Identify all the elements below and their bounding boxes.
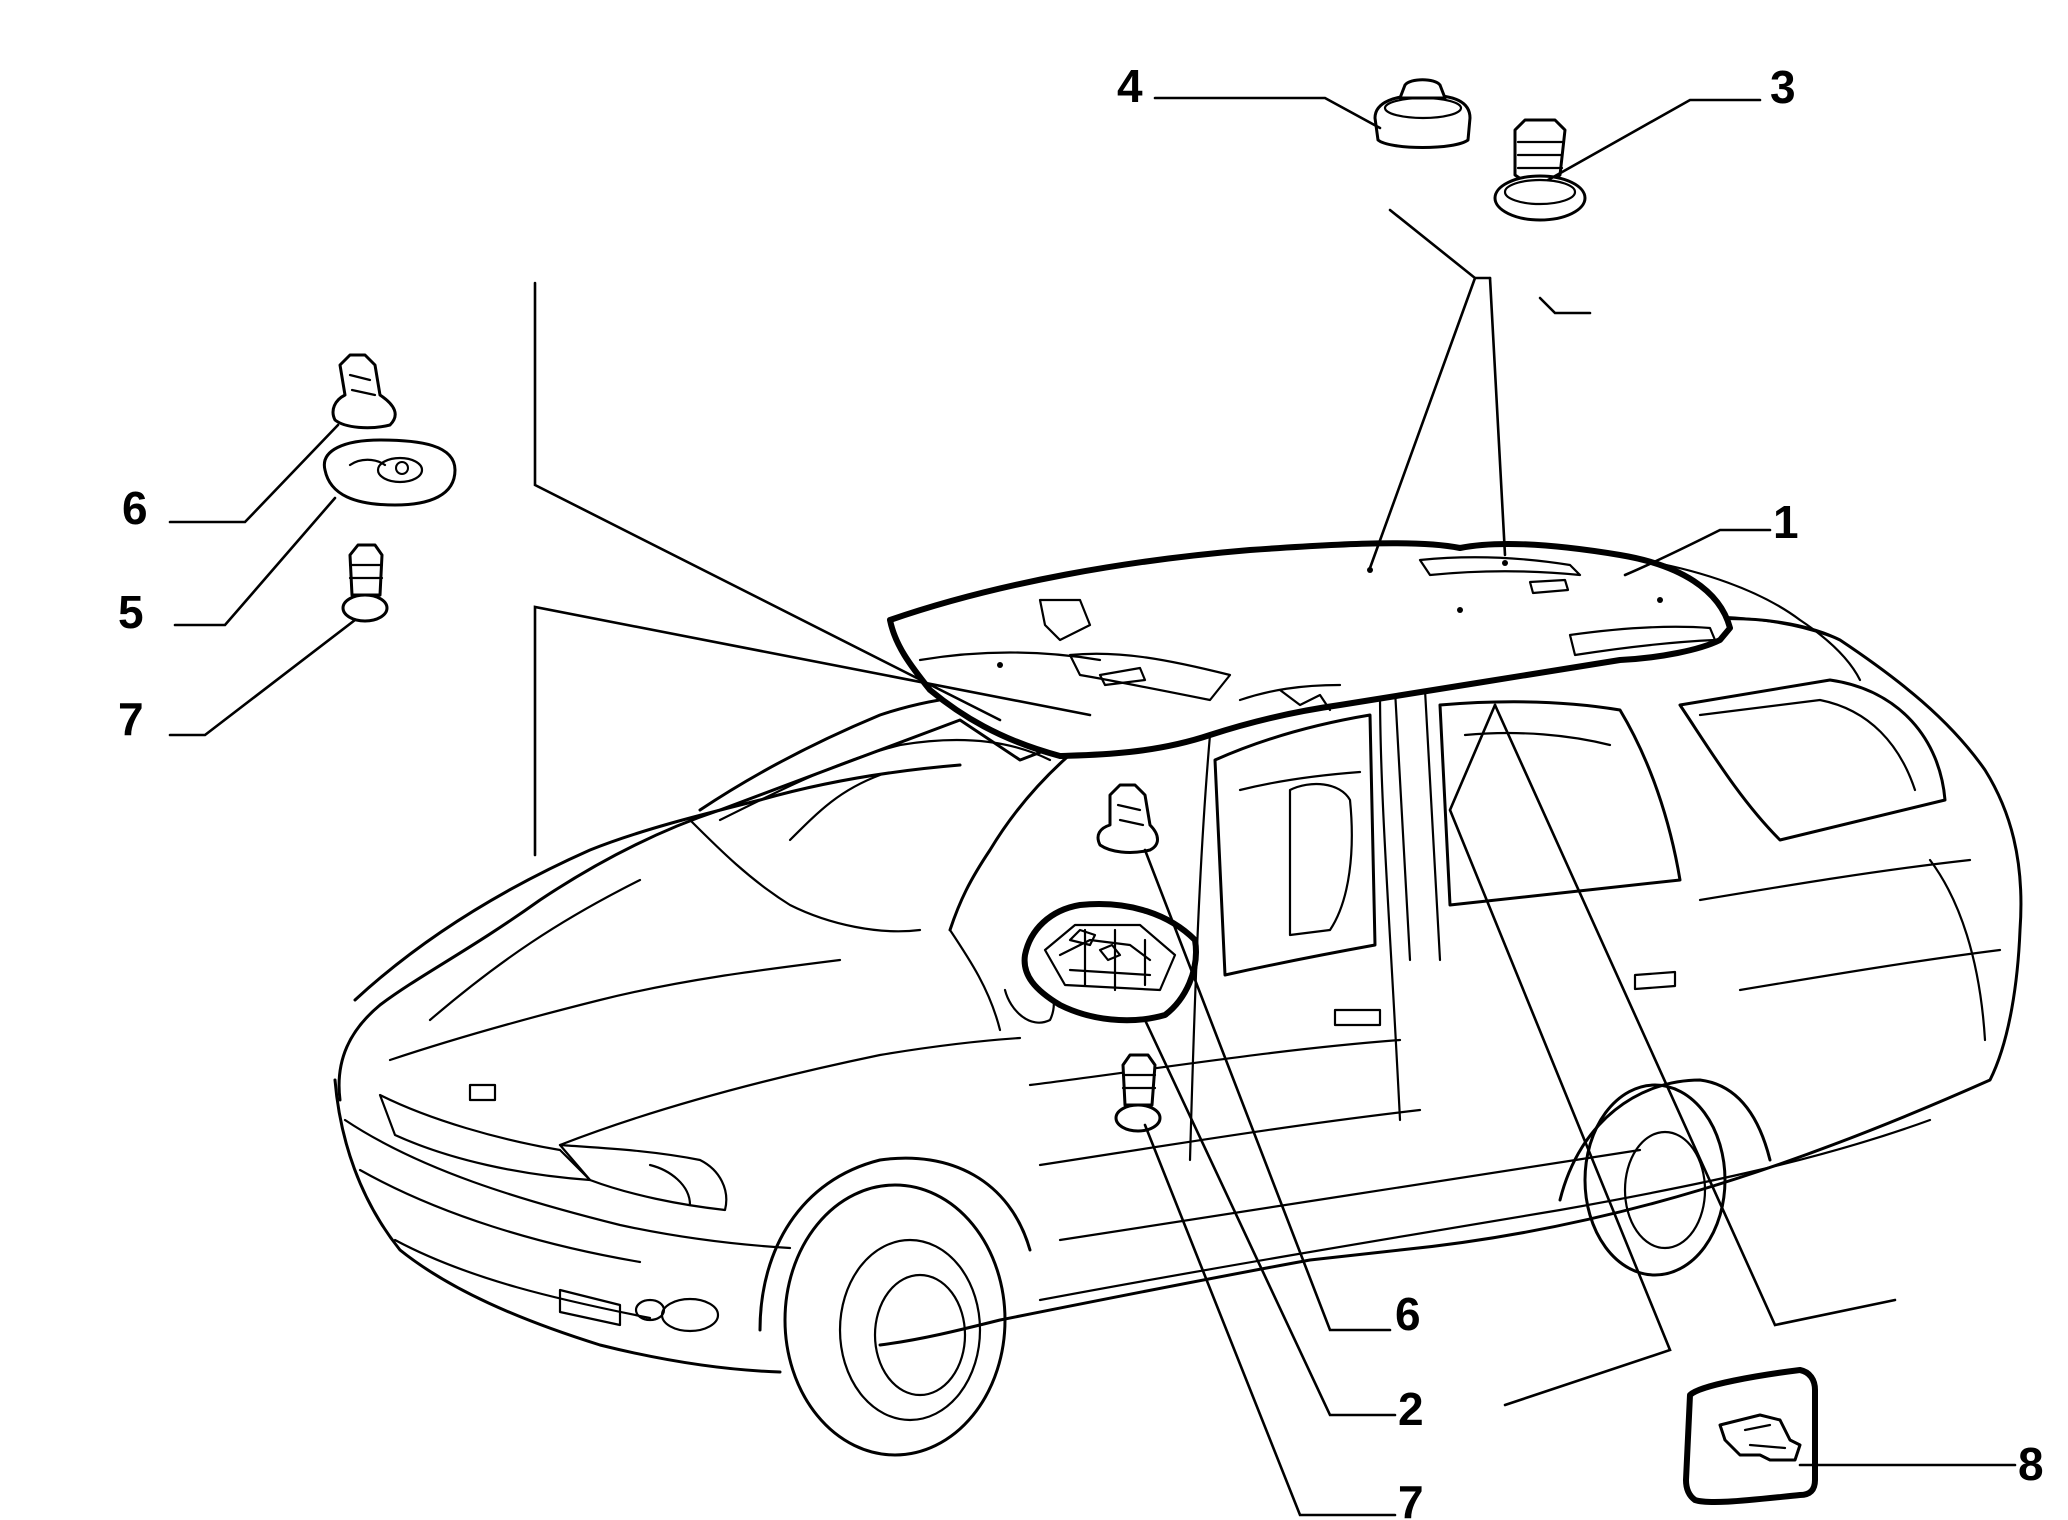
- callout-5: 5: [118, 586, 144, 638]
- callout-labels: 1 2 3 4 5 6 6 7 7 8: [118, 60, 2044, 1520]
- screw-part-7-center: [1114, 1053, 1162, 1133]
- clip-part-6-center: [1096, 783, 1159, 854]
- clip-part-6-left: [331, 353, 397, 430]
- push-cap-part-4: [1373, 78, 1472, 149]
- callout-4: 4: [1117, 60, 1143, 112]
- callout-6-left: 6: [122, 482, 148, 534]
- interior-lamp-part-2: [1021, 901, 1199, 1024]
- callout-6-center: 6: [1395, 1288, 1421, 1340]
- roof-rail: [1638, 558, 1862, 682]
- callout-3: 3: [1770, 61, 1796, 113]
- bracket-part-8: [1683, 1367, 1818, 1506]
- station-wagon-car-body: [333, 614, 2023, 1457]
- fir-tree-clip-part-3: [1493, 118, 1587, 222]
- headliner-part-1: [887, 540, 1733, 759]
- leader-lines: [168, 96, 2017, 1517]
- screw-part-7-left: [341, 543, 389, 623]
- callout-2: 2: [1398, 1383, 1424, 1435]
- callout-8: 8: [2018, 1438, 2044, 1490]
- callout-7-center: 7: [1398, 1476, 1424, 1520]
- washer-part-5: [322, 438, 457, 507]
- callout-7-left: 7: [118, 693, 144, 745]
- callout-1: 1: [1773, 496, 1799, 548]
